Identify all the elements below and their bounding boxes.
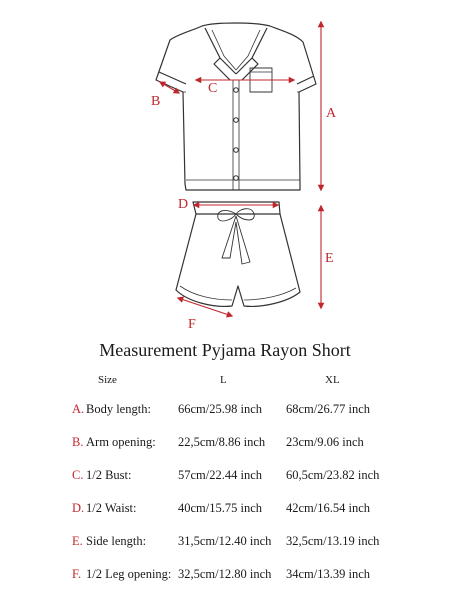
label-e: E	[325, 251, 334, 266]
row-l-value: 32,5cm/12.80 inch	[178, 567, 272, 581]
row-l-value: 31,5cm/12.40 inch	[178, 534, 272, 548]
shirt-outline	[155, 22, 317, 191]
row-name: 1/2 Waist:	[86, 501, 137, 515]
shorts-outline	[175, 201, 301, 307]
label-d: D	[178, 197, 188, 212]
header-l: L	[220, 374, 227, 386]
garment-diagram: A B C D E F	[151, 20, 337, 332]
table-row: D. 1/2 Waist: 40cm/15.75 inch 42cm/16.54…	[0, 501, 450, 521]
header-xl: XL	[325, 374, 340, 386]
header-size: Size	[98, 374, 117, 386]
row-xl-value: 42cm/16.54 inch	[286, 501, 371, 515]
row-l-value: 22,5cm/8.86 inch	[178, 435, 266, 449]
table-header: Size L XL	[0, 374, 450, 394]
row-name: 1/2 Leg opening:	[86, 567, 172, 581]
row-name: Side length:	[86, 534, 147, 548]
row-letter: C.	[72, 468, 84, 482]
shirt-buttons	[233, 87, 239, 181]
label-c: C	[208, 81, 217, 96]
label-b: B	[151, 94, 160, 109]
row-l-value: 40cm/15.75 inch	[178, 501, 263, 515]
table-row: E. Side length: 31,5cm/12.40 inch 32,5cm…	[0, 534, 450, 554]
row-letter: E.	[72, 534, 83, 548]
row-letter: D.	[72, 501, 85, 515]
row-letter: A.	[72, 402, 85, 416]
row-letter: B.	[72, 435, 84, 449]
row-xl-value: 23cm/9.06 inch	[286, 435, 364, 449]
row-xl-value: 68cm/26.77 inch	[286, 402, 371, 416]
row-xl-value: 32,5cm/13.19 inch	[286, 534, 380, 548]
label-f: F	[188, 317, 196, 332]
table-row: F. 1/2 Leg opening: 32,5cm/12.80 inch 34…	[0, 567, 450, 587]
row-name: Arm opening:	[86, 435, 156, 449]
row-letter: F.	[72, 567, 82, 581]
row-xl-value: 34cm/13.39 inch	[286, 567, 371, 581]
page-title: Measurement Pyjama Rayon Short	[99, 340, 351, 360]
row-name: 1/2 Bust:	[86, 468, 132, 482]
row-xl-value: 60,5cm/23.82 inch	[286, 468, 380, 482]
table-row: A. Body length: 66cm/25.98 inch 68cm/26.…	[0, 402, 450, 422]
row-l-value: 57cm/22.44 inch	[178, 468, 263, 482]
table-row: B. Arm opening: 22,5cm/8.86 inch 23cm/9.…	[0, 435, 450, 455]
label-a: A	[326, 106, 337, 121]
row-name: Body length:	[86, 402, 151, 416]
row-l-value: 66cm/25.98 inch	[178, 402, 263, 416]
table-row: C. 1/2 Bust: 57cm/22.44 inch 60,5cm/23.8…	[0, 468, 450, 488]
measurement-arrows	[158, 20, 325, 318]
